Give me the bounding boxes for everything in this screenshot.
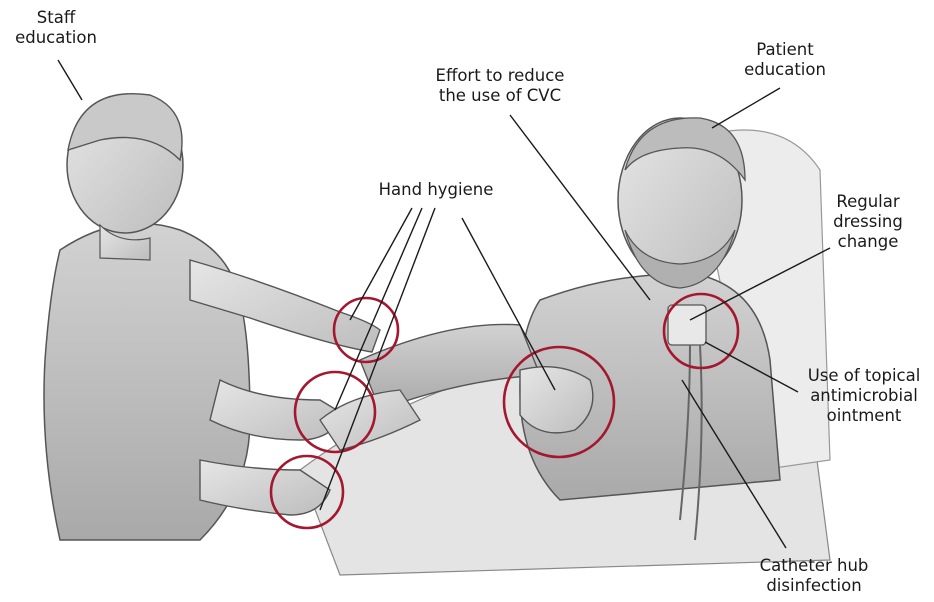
label-line: Patient (730, 40, 840, 60)
label-line: Use of topical (798, 366, 930, 386)
label-line: Catheter hub (748, 556, 880, 576)
label-line: education (730, 60, 840, 80)
label-hand-hygiene: Hand hygiene (370, 180, 502, 200)
label-line: the use of CVC (412, 86, 588, 106)
dressing-patch (668, 305, 706, 345)
label-effort-cvc: Effort to reduce the use of CVC (412, 66, 588, 106)
label-staff-education: Staff education (8, 8, 104, 48)
label-line: antimicrobial (798, 386, 930, 406)
label-line: Regular (820, 192, 916, 212)
label-catheter-hub: Catheter hub disinfection (748, 556, 880, 596)
label-line: disinfection (748, 576, 880, 596)
leader-staff-education (58, 60, 82, 100)
label-line: change (820, 232, 916, 252)
label-line: Hand hygiene (370, 180, 502, 200)
label-patient-education: Patient education (730, 40, 840, 80)
label-line: Staff (8, 8, 104, 28)
label-line: Effort to reduce (412, 66, 588, 86)
label-line: ointment (798, 406, 930, 426)
label-regular-dressing: Regular dressing change (820, 192, 916, 252)
label-line: dressing (820, 212, 916, 232)
leader-patient-education (712, 88, 780, 128)
label-topical-ointment: Use of topical antimicrobial ointment (798, 366, 930, 426)
label-line: education (8, 28, 104, 48)
